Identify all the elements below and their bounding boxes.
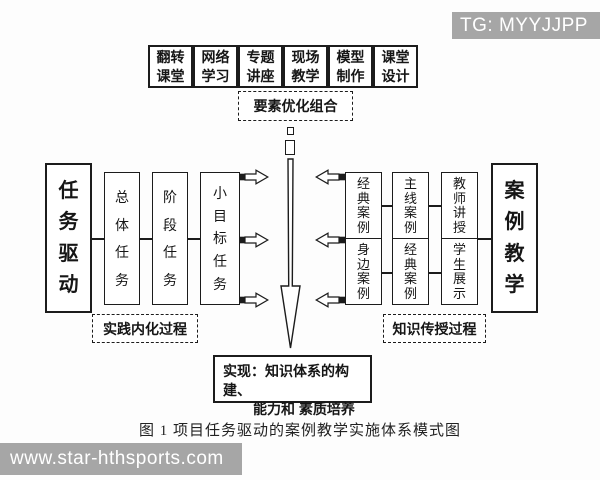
- flow-arrow-left-icon: [315, 169, 345, 185]
- telegram-watermark: TG: MYYJJPP: [452, 12, 600, 39]
- dashed-connector-segment: [287, 127, 294, 135]
- method-box-class-design: 课堂设计: [373, 45, 418, 88]
- method-label: 现场教学: [291, 48, 320, 84]
- classic-case-box-2: 经典案例: [392, 237, 429, 305]
- optimization-label: 要素优化组合: [253, 98, 338, 114]
- method-label: 模型制作: [336, 48, 365, 84]
- flow-arrow-left-icon: [315, 232, 345, 248]
- nearby-case-box: 身边案例: [345, 237, 382, 305]
- outcome-line-1: 实现：知识体系的构建、: [223, 363, 349, 398]
- classic-case-box: 经典案例: [345, 172, 382, 239]
- case-teaching-pillar: 案例教学: [491, 163, 538, 313]
- method-box-special-lecture: 专题讲座: [238, 45, 283, 88]
- stage-task-box: 阶段任务: [152, 172, 188, 305]
- process-label: 知识传授过程: [392, 320, 477, 337]
- flow-arrow-right-icon: [239, 292, 269, 308]
- flow-arrow-left-icon: [315, 292, 345, 308]
- teaching-methods-row: 翻转课堂 网络学习 专题讲座 现场教学 模型制作 课堂设计: [148, 45, 418, 88]
- method-box-model-making: 模型制作: [328, 45, 373, 88]
- student-presentation-box: 学生展示: [441, 237, 478, 305]
- figure-caption: 图 1 项目任务驱动的案例教学实施体系模式图: [138, 423, 461, 439]
- connector-line: [140, 238, 152, 240]
- connector-line: [478, 238, 491, 240]
- connector-line: [382, 272, 392, 274]
- optimization-combination-box: 要素优化组合: [238, 91, 353, 121]
- method-label: 课堂设计: [381, 48, 410, 84]
- mainline-case-box: 主线案例: [392, 172, 429, 239]
- flow-arrow-right-icon: [239, 232, 269, 248]
- connector-line: [382, 205, 392, 207]
- small-goal-task-box: 小目标任务: [200, 172, 240, 305]
- method-box-flipped-classroom: 翻转课堂: [148, 45, 193, 88]
- down-arrow-icon: [280, 158, 301, 349]
- method-label: 网络学习: [201, 48, 230, 84]
- process-label: 实践内化过程: [103, 320, 187, 337]
- website-watermark: www.star-hthsports.com: [0, 443, 242, 475]
- outcome-box: 实现：知识体系的构建、 能力和 素质培养: [213, 355, 372, 417]
- method-label: 专题讲座: [246, 48, 275, 84]
- connector-line: [92, 238, 104, 240]
- teacher-lecture-box: 教师讲授: [441, 172, 478, 239]
- dashed-connector-segment: [285, 140, 295, 155]
- practice-internalization-label: 实践内化过程: [92, 314, 198, 343]
- overall-task-box: 总体任务: [104, 172, 140, 305]
- flow-arrow-right-icon: [239, 169, 269, 185]
- method-box-field-teaching: 现场教学: [283, 45, 328, 88]
- connector-line: [429, 272, 441, 274]
- outcome-line-2: 能力和 素质培养: [253, 400, 355, 417]
- connector-line: [429, 205, 441, 207]
- task-driven-pillar: 任务驱动: [45, 163, 92, 313]
- connector-line: [188, 238, 200, 240]
- method-box-online-learning: 网络学习: [193, 45, 238, 88]
- knowledge-transfer-label: 知识传授过程: [383, 314, 486, 343]
- method-label: 翻转课堂: [156, 48, 185, 84]
